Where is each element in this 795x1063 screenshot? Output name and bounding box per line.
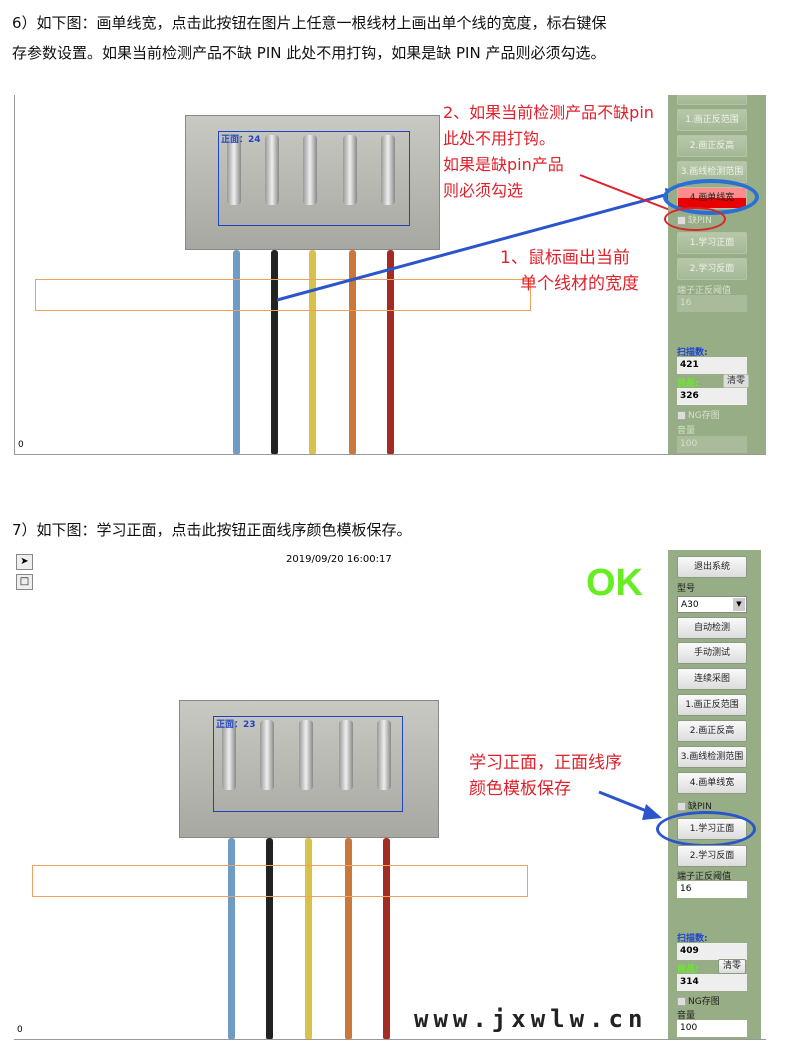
scan-count: 421 xyxy=(677,357,747,374)
good-label: 良品: xyxy=(677,965,699,975)
manual-test-button[interactable]: 手动测试 xyxy=(677,642,747,664)
good-label: 良品: xyxy=(677,379,699,389)
section6-line1: 6）如下图：画单线宽，点击此按钮在图片上任意一根线材上画出单个线的宽度，标右键保 xyxy=(12,14,607,32)
threshold-label: 端子正反阈值 xyxy=(677,286,732,296)
clear-button[interactable]: 清零 xyxy=(718,959,746,974)
line-detect-roi xyxy=(35,279,531,311)
exit-button[interactable] xyxy=(677,95,747,105)
rectangle-tool-icon[interactable]: □ xyxy=(16,574,33,590)
pin xyxy=(381,135,395,205)
pointer-tool-icon[interactable]: ➤ xyxy=(16,554,33,570)
highlight-oval-red xyxy=(664,207,726,231)
good-count: 326 xyxy=(677,388,747,405)
volume-spinner[interactable]: 100 xyxy=(677,436,747,453)
pin xyxy=(260,720,274,790)
pin xyxy=(227,135,241,205)
pin xyxy=(265,135,279,205)
wire-brown xyxy=(345,838,352,1039)
roi-label: 正面：24 xyxy=(221,135,261,145)
wire-yellow xyxy=(309,250,316,454)
roi-label: 正面：23 xyxy=(216,720,256,730)
zero-label: 0 xyxy=(18,440,24,450)
zero-label: 0 xyxy=(17,1025,23,1035)
wire-blue xyxy=(233,250,240,454)
pin xyxy=(222,720,236,790)
volume-spinner[interactable]: 100 xyxy=(677,1020,747,1037)
draw-range-button[interactable]: 1.画正反范围 xyxy=(677,694,747,716)
status-ok: OK xyxy=(586,562,643,604)
wire-red xyxy=(383,838,390,1039)
pin xyxy=(299,720,313,790)
control-panel: 1.画正反范围 2.画正反高 3.画线检测范围 4.画单线宽 缺PIN 1.学习… xyxy=(663,95,766,454)
draw-range-button[interactable]: 1.画正反范围 xyxy=(677,109,747,131)
pin xyxy=(343,135,357,205)
screenshot-learn-front: ➤ □ 2019/09/20 16:00:17 OK 正面：23 学习正面，正面… xyxy=(14,550,766,1040)
section6-line2: 存参数设置。如果当前检测产品不缺 PIN 此处不用打钩，如果是缺 PIN 产品则… xyxy=(12,44,606,62)
single-width-button[interactable]: 4.画单线宽 xyxy=(677,772,747,794)
threshold-label: 端子正反阈值 xyxy=(677,872,732,882)
section7-line1: 7）如下图：学习正面，点击此按钮正面线序颜色模板保存。 xyxy=(12,521,412,539)
annotation-1: 1、鼠标画出当前单个线材的宽度 xyxy=(500,248,639,294)
arrow xyxy=(598,790,662,820)
scan-label: 扫描数: xyxy=(677,934,708,944)
wire-black xyxy=(271,250,278,454)
timestamp: 2019/09/20 16:00:17 xyxy=(286,554,392,565)
good-count: 314 xyxy=(677,974,747,991)
ng-save-checkbox[interactable]: NG存图 xyxy=(677,408,720,421)
model-label: 型号 xyxy=(677,584,696,594)
clear-button[interactable]: 清零 xyxy=(723,374,749,388)
front-roi-box: 正面：23 xyxy=(213,716,403,812)
front-roi-box: 正面：24 xyxy=(218,131,410,226)
learn-front-button[interactable]: 1.学习正面 xyxy=(677,232,747,254)
model-select[interactable]: A30▼ xyxy=(677,596,747,613)
threshold-spinner[interactable]: 16 xyxy=(677,881,747,898)
draw-line-range-button[interactable]: 3.画线检测范围 xyxy=(677,746,747,768)
scan-label: 扫描数: xyxy=(677,348,708,358)
pin xyxy=(339,720,353,790)
missing-pin-checkbox[interactable]: 缺PIN xyxy=(677,799,712,812)
exit-button[interactable]: 退出系统 xyxy=(677,556,747,578)
control-panel: 退出系统 型号 A30▼ 自动检测 手动测试 连续采图 1.画正反范围 2.画正… xyxy=(656,550,761,1039)
threshold-spinner[interactable]: 16 xyxy=(677,295,747,312)
draw-height-button[interactable]: 2.画正反高 xyxy=(677,135,747,157)
volume-label: 音量 xyxy=(677,426,696,436)
wire-red xyxy=(387,250,394,454)
panel-wrap: 退出系统 型号 A30▼ 自动检测 手动测试 连续采图 1.画正反范围 2.画正… xyxy=(656,550,766,1039)
continuous-capture-button[interactable]: 连续采图 xyxy=(677,668,747,690)
ng-save-checkbox[interactable]: NG存图 xyxy=(677,994,720,1007)
wire-yellow xyxy=(305,838,312,1039)
wire-blue xyxy=(228,838,235,1039)
draw-height-button[interactable]: 2.画正反高 xyxy=(677,720,747,742)
watermark: www.jxwlw.cn xyxy=(414,1005,648,1033)
annotation: 学习正面，正面线序颜色模板保存 xyxy=(469,753,622,799)
highlight-oval xyxy=(656,811,756,847)
pin xyxy=(303,135,317,205)
line-detect-roi xyxy=(32,865,528,897)
learn-back-button[interactable]: 2.学习反面 xyxy=(677,845,747,867)
pin xyxy=(377,720,391,790)
auto-detect-button[interactable]: 自动检测 xyxy=(677,617,747,639)
wire-black xyxy=(266,838,273,1039)
wire-brown xyxy=(349,250,356,454)
volume-label: 音量 xyxy=(677,1011,696,1021)
chevron-down-icon[interactable]: ▼ xyxy=(733,598,745,611)
learn-back-button[interactable]: 2.学习反面 xyxy=(677,258,747,280)
scan-count: 409 xyxy=(677,943,747,960)
